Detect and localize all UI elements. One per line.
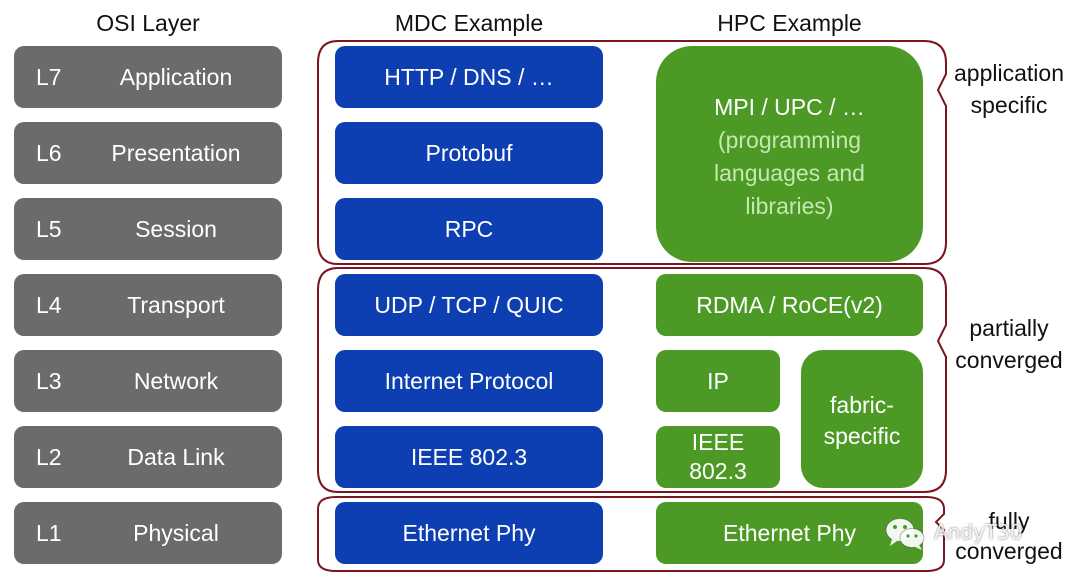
osi-layer-code: L1 [36, 520, 62, 546]
hpc-example-header: HPC Example [717, 10, 862, 36]
mdc-session-box: RPC [335, 198, 603, 260]
hpc-application-box: MPI / UPC / … (programming languages and… [656, 46, 923, 262]
osi-layer-name: Session [135, 216, 217, 242]
hpc-transport-box: RDMA / RoCE(v2) [656, 274, 923, 336]
partially-converged-line2: converged [955, 347, 1063, 373]
mdc-presentation-box: Protobuf [335, 122, 603, 184]
osi-layer-name: Transport [127, 292, 225, 318]
application-specific-label: application specific [938, 57, 1080, 121]
osi-layer-l2: L2 Data Link [14, 426, 282, 488]
fully-converged-label: fully converged [938, 506, 1080, 566]
osi-layer-l1: L1 Physical [14, 502, 282, 564]
application-specific-line2: specific [970, 92, 1048, 118]
osi-layer-name: Physical [133, 520, 219, 546]
osi-layer-l4: L4 Transport [14, 274, 282, 336]
hpc-fabric-line2: specific [823, 423, 901, 449]
osi-layer-name: Data Link [127, 444, 225, 470]
hpc-physical-box: Ethernet Phy [656, 502, 923, 564]
mdc-transport-box: UDP / TCP / QUIC [335, 274, 603, 336]
partially-converged-line1: partially [969, 315, 1049, 341]
application-specific-line1: application [954, 60, 1064, 86]
mdc-datalink-box: IEEE 802.3 [335, 426, 603, 488]
partially-converged-label: partially converged [938, 312, 1080, 376]
osi-layer-code: L6 [36, 140, 62, 166]
osi-layer-name: Network [133, 368, 219, 394]
mdc-application-box: HTTP / DNS / … [335, 46, 603, 108]
hpc-datalink-line2: 802.3 [689, 458, 747, 484]
osi-layer-l3: L3 Network [14, 350, 282, 412]
osi-layer-l7: L7 Application [14, 46, 282, 108]
hpc-datalink-box: IEEE 802.3 [656, 426, 780, 488]
osi-layer-header: OSI Layer [96, 10, 200, 36]
hpc-application-sub-text: (programming languages and libraries) [714, 127, 865, 219]
osi-layer-code: L7 [36, 64, 62, 90]
mdc-example-header: MDC Example [394, 10, 544, 36]
hpc-application-main-text: MPI / UPC / … [714, 94, 865, 120]
hpc-datalink-line1: IEEE [691, 429, 745, 455]
osi-layer-name: Presentation [111, 140, 241, 166]
fully-converged-line1: fully [988, 508, 1030, 534]
osi-layer-code: L3 [36, 368, 62, 394]
hpc-fabric-line1: fabric- [830, 392, 894, 418]
hpc-fabric-specific-box: fabric- specific [801, 350, 923, 488]
fully-converged-line2: converged [955, 538, 1063, 564]
mdc-network-box: Internet Protocol [335, 350, 603, 412]
osi-layer-code: L5 [36, 216, 62, 242]
osi-layer-l6: L6 Presentation [14, 122, 282, 184]
osi-layer-l5: L5 Session [14, 198, 282, 260]
hpc-network-box: IP [656, 350, 780, 412]
osi-layer-code: L4 [36, 292, 62, 318]
osi-layer-name: Application [119, 64, 233, 90]
mdc-physical-box: Ethernet Phy [335, 502, 603, 564]
osi-layer-code: L2 [36, 444, 62, 470]
